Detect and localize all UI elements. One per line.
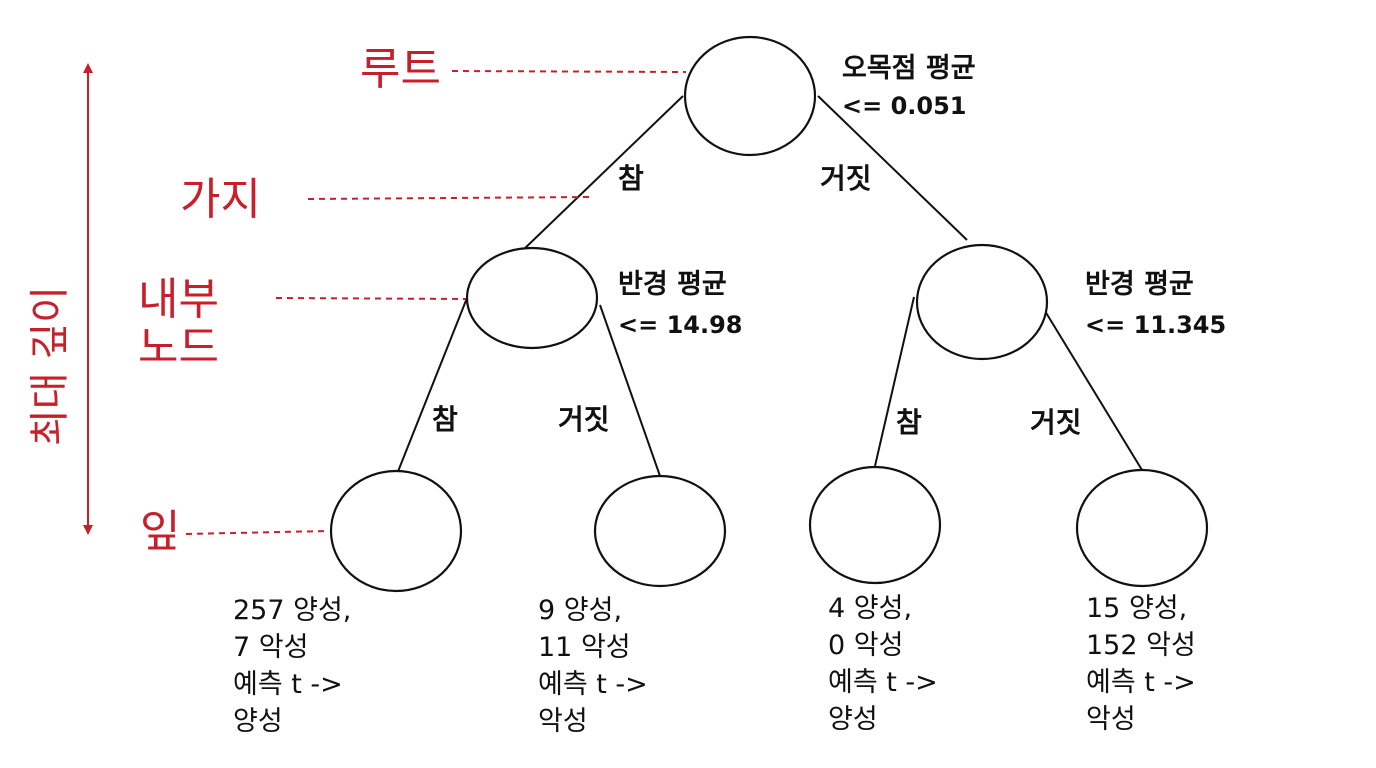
leaf-3-prediction-value: 양성 xyxy=(828,704,878,735)
leaf-4-summary: 15 양성, 152 악성 예측 t -> 악성 xyxy=(1086,590,1196,738)
leaf-2-negative-count: 11 악성 xyxy=(538,632,631,663)
root-threshold: <= 0.051 xyxy=(842,92,967,120)
internal-node-annotation-line1: 내부 xyxy=(138,274,219,325)
internal-node-right xyxy=(915,243,1049,361)
edge-label-right-true: 참 xyxy=(896,406,922,439)
edge-label-root-true: 참 xyxy=(618,162,644,195)
leaf-1-prediction-label: 예측 t -> xyxy=(233,669,343,700)
edge-right-leaf3 xyxy=(874,296,915,467)
leaf-2-prediction-label: 예측 t -> xyxy=(538,669,648,700)
edge-root-left xyxy=(520,95,684,253)
internal-node-annotation-line2: 노드 xyxy=(138,322,219,373)
leaf-4-prediction-value: 악성 xyxy=(1086,704,1136,735)
leaf-node-3 xyxy=(808,465,942,585)
leaf-4-prediction-label: 예측 t -> xyxy=(1086,667,1196,698)
leaf-3-positive-count: 4 양성, xyxy=(828,593,913,624)
leaf-1-positive-count: 257 양성, xyxy=(233,595,352,626)
edge-label-root-false: 거짓 xyxy=(820,162,872,195)
root-feature: 오목점 평균 xyxy=(842,53,976,84)
branch-annotation: 가지 xyxy=(180,174,261,225)
edge-root-right xyxy=(817,95,968,241)
edge-left-leaf2 xyxy=(599,304,661,477)
leaf-guide-line xyxy=(185,530,329,535)
right-internal-threshold: <= 11.345 xyxy=(1085,311,1227,339)
left-internal-feature: 반경 평균 xyxy=(618,269,727,300)
edge-label-left-true: 참 xyxy=(432,403,458,436)
leaf-4-negative-count: 152 악성 xyxy=(1086,630,1196,661)
edge-left-leaf1 xyxy=(396,297,468,475)
leaf-3-prediction-label: 예측 t -> xyxy=(828,667,938,698)
branch-guide-line xyxy=(307,196,591,200)
leaf-annotation: 잎 xyxy=(140,506,181,557)
leaf-1-negative-count: 7 악성 xyxy=(233,632,309,663)
right-internal-feature: 반경 평균 xyxy=(1085,269,1194,300)
leaf-node-2 xyxy=(593,474,727,588)
leaf-3-negative-count: 0 악성 xyxy=(828,630,904,661)
leaf-2-prediction-value: 악성 xyxy=(538,706,588,737)
edge-label-left-false: 거짓 xyxy=(558,403,610,436)
edge-right-leaf4 xyxy=(1044,310,1143,471)
internal-node-guide-line xyxy=(275,297,467,300)
max-depth-annotation: 최대 깊이 xyxy=(27,286,73,446)
root-node xyxy=(683,35,817,157)
leaf-node-1 xyxy=(329,469,463,593)
leaf-1-prediction-value: 양성 xyxy=(233,706,283,737)
edge-label-right-false: 거짓 xyxy=(1030,406,1082,439)
left-internal-threshold: <= 14.98 xyxy=(618,311,743,339)
root-annotation: 루트 xyxy=(360,44,441,95)
root-guide-line xyxy=(451,70,687,73)
internal-node-left xyxy=(465,246,599,350)
leaf-node-4 xyxy=(1075,468,1209,588)
leaf-3-summary: 4 양성, 0 악성 예측 t -> 양성 xyxy=(828,590,938,738)
leaf-2-positive-count: 9 양성, xyxy=(538,595,623,626)
leaf-1-summary: 257 양성, 7 악성 예측 t -> 양성 xyxy=(233,592,351,740)
leaf-2-summary: 9 양성, 11 악성 예측 t -> 악성 xyxy=(538,592,648,740)
leaf-4-positive-count: 15 양성, xyxy=(1086,593,1188,624)
